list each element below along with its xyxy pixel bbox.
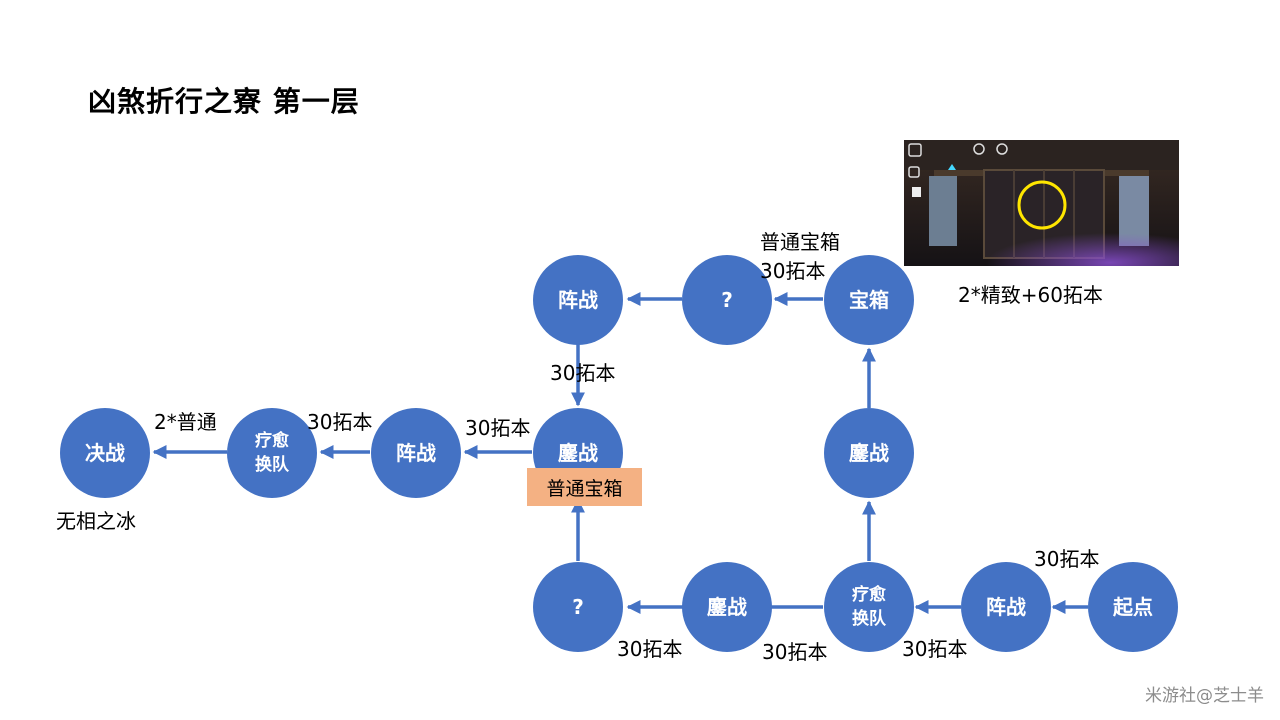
node-battle-array-2: 阵战 xyxy=(371,408,461,498)
edge-label-fierce1-question1: 30拓本 xyxy=(617,637,683,661)
edge-label-heal1-fierce1: 30拓本 xyxy=(762,640,828,664)
edge-label-array3-fierce2: 30拓本 xyxy=(550,361,616,385)
reward-caption: 2*精致+60拓本 xyxy=(958,283,1103,307)
edge-label-treasure-rubbing: 30拓本 xyxy=(760,259,826,283)
page-title: 凶煞折行之寮 第一层 xyxy=(88,85,360,118)
edge-label-heal2-final: 2*普通 xyxy=(154,410,217,434)
edge-label-fierce2-array2: 30拓本 xyxy=(465,416,531,440)
highlight-circle xyxy=(1017,180,1067,230)
bookmark-icon xyxy=(912,187,921,197)
node-battle-array-1: 阵战 xyxy=(961,562,1051,652)
node-question-1: ? xyxy=(533,562,623,652)
node-battle-array-3: 阵战 xyxy=(533,255,623,345)
chest-label: 普通宝箱 xyxy=(527,468,642,506)
node-heal-2: 疗愈换队 xyxy=(227,408,317,498)
node-start: 起点 xyxy=(1088,562,1178,652)
edge-label-array2-heal2: 30拓本 xyxy=(307,410,373,434)
node-fierce-1: 鏖战 xyxy=(682,562,772,652)
node-heal-1: 疗愈换队 xyxy=(824,562,914,652)
game-screenshot xyxy=(904,140,1179,266)
node-question-2: ? xyxy=(682,255,772,345)
eye-icon xyxy=(973,143,985,155)
game-screenshot-art xyxy=(904,140,1179,266)
menu-icon xyxy=(908,166,920,178)
node-fierce-3: 鏖战 xyxy=(824,408,914,498)
player-marker-icon xyxy=(948,164,956,170)
final-caption: 无相之冰 xyxy=(56,509,136,533)
edge-label-array1-heal1: 30拓本 xyxy=(902,637,968,661)
gauge-icon xyxy=(996,143,1008,155)
edge-label-treasure-chest: 普通宝箱 xyxy=(760,230,840,254)
exit-icon xyxy=(908,143,922,157)
node-final: 决战 xyxy=(60,408,150,498)
watermark: 米游社@芝士羊 xyxy=(1145,686,1264,706)
edge-label-start-array1: 30拓本 xyxy=(1034,547,1100,571)
node-treasure: 宝箱 xyxy=(824,255,914,345)
